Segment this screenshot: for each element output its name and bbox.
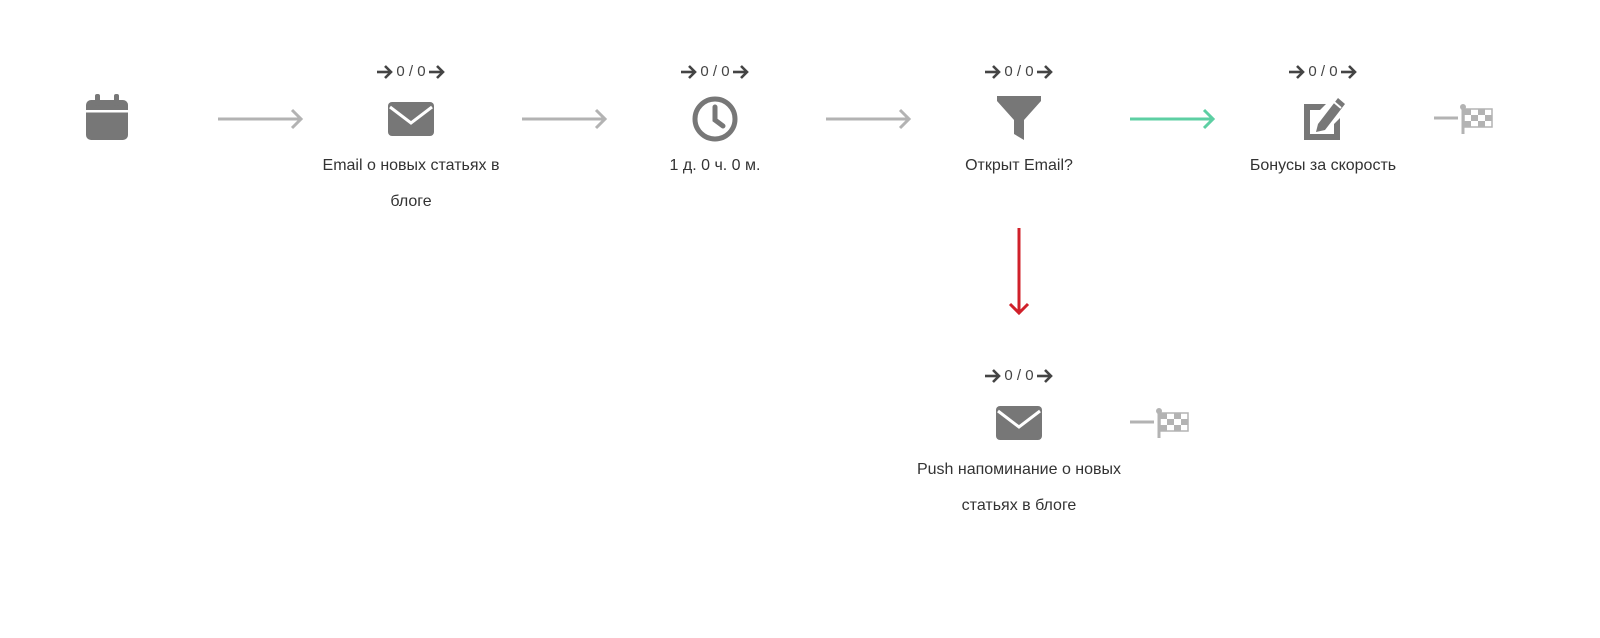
finish-end-main [1434,102,1494,136]
envelope-icon [994,398,1044,448]
edit-icon [1298,94,1348,144]
envelope-icon [386,94,436,144]
arrow-right-icon [680,63,698,81]
connector-trigger-to-email[interactable] [218,108,308,130]
node-counter: 0 / 0 [301,62,521,82]
arrow-right-icon [1340,63,1358,81]
node-counter: 0 / 0 [605,62,825,82]
node-label: Открыт Email? [965,157,1073,174]
arrow-right-icon [376,63,394,81]
connector-condition-yes[interactable] [1130,108,1220,130]
connector-condition-no[interactable] [1008,228,1030,320]
node-counter: 0 / 0 [1213,62,1433,82]
connector-email-to-delay[interactable] [522,108,612,130]
node-delay[interactable]: 0 / 0 1 д. 0 ч. 0 м. [605,62,825,192]
node-label: Push напоминание о новых статьях в блоге [916,461,1122,514]
arrow-right-icon [428,63,446,81]
calendar-icon [86,94,128,140]
node-bonus[interactable]: 0 / 0 Бонусы за скорость [1213,62,1433,192]
finish-flag-icon [1130,408,1189,438]
filter-icon [994,94,1044,144]
arrow-right-icon [732,63,750,81]
finish-end-branch [1130,406,1190,440]
node-email-blog[interactable]: 0 / 0 Email о новых статьях в блоге [301,62,521,222]
node-condition[interactable]: 0 / 0 Открыт Email? [909,62,1129,192]
node-counter: 0 / 0 [909,366,1129,386]
node-counter: 0 / 0 [909,62,1129,82]
arrow-right-icon [984,63,1002,81]
finish-flag-icon [1434,104,1493,134]
node-push-reminder[interactable]: 0 / 0 Push напоминание о новых статьях в… [909,366,1129,526]
clock-icon [690,94,740,144]
trigger-start[interactable] [82,93,132,143]
arrow-right-icon [1036,63,1054,81]
arrow-right-icon [1288,63,1306,81]
arrow-right-icon [984,367,1002,385]
arrow-right-icon [1036,367,1054,385]
node-label: Email о новых статьях в блоге [322,157,500,210]
node-label: 1 д. 0 ч. 0 м. [669,157,761,174]
node-label: Бонусы за скорость [1249,157,1397,174]
connector-delay-to-condition[interactable] [826,108,916,130]
